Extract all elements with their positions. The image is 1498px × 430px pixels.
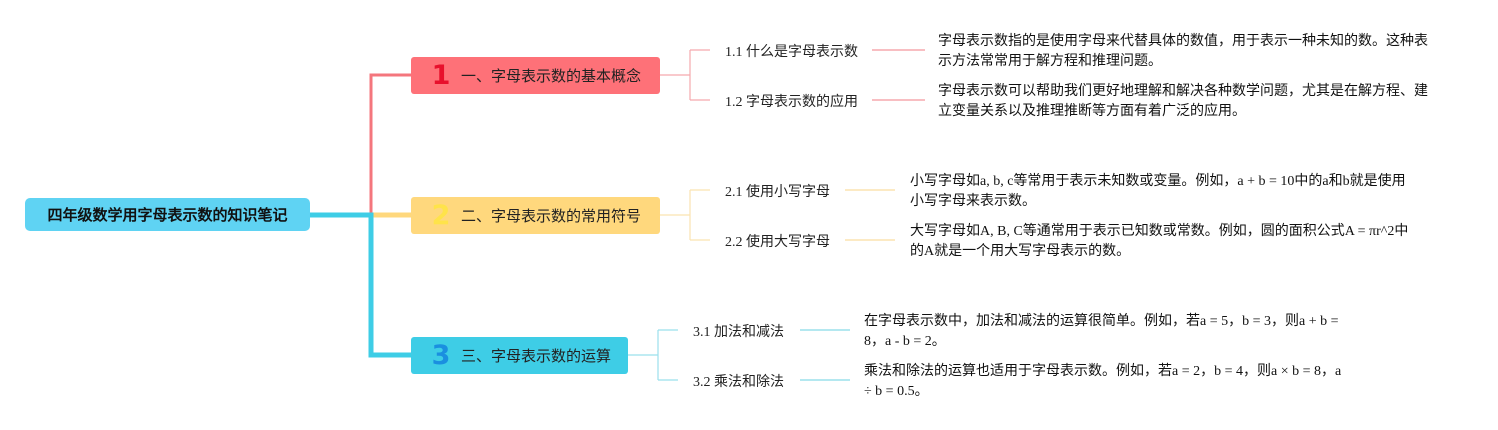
branch-topic-2[interactable]: 2 二、字母表示数的常用符号 — [411, 197, 660, 234]
branch-number-2: 2 — [431, 200, 451, 231]
branch-number-3: 3 — [431, 340, 451, 371]
link-branch1-children — [660, 49, 710, 101]
subtopic-2-2[interactable]: 2.2 使用大写字母 — [725, 235, 830, 250]
link-branch3-children — [628, 329, 678, 381]
branch-topic-3[interactable]: 3 三、字母表示数的运算 — [411, 337, 628, 374]
description-2-2: 大写字母如A, B, C等通常用于表示已知数或常数。例如，圆的面积公式A = π… — [910, 224, 1409, 259]
branch-label-1: 一、字母表示数的基本概念 — [461, 67, 642, 85]
root-topic-label: 四年级数学用字母表示数的知识笔记 — [47, 206, 288, 224]
description-1-1: 字母表示数指的是使用字母来代替具体的数值，用于表示一种未知的数。这种表示方法常常… — [938, 34, 1428, 69]
branch-label-2: 二、字母表示数的常用符号 — [461, 207, 642, 225]
link-branch2-children — [660, 189, 710, 241]
description-2-1: 小写字母如a, b, c等常用于表示未知数或变量。例如，a + b = 10中的… — [910, 174, 1406, 209]
description-3-2: 乘法和除法的运算也适用于字母表示数。例如，若a = 2，b = 4，则a × b… — [864, 364, 1342, 399]
subtopic-1-1[interactable]: 1.1 什么是字母表示数 — [725, 45, 858, 60]
subtopic-3-1[interactable]: 3.1 加法和减法 — [693, 325, 784, 340]
root-topic[interactable]: 四年级数学用字母表示数的知识笔记 — [25, 198, 310, 231]
link-root-branch3 — [310, 212, 411, 358]
subtopic-2-1[interactable]: 2.1 使用小写字母 — [725, 185, 830, 200]
subtopic-3-2[interactable]: 3.2 乘法和除法 — [693, 375, 784, 390]
description-3-1: 在字母表示数中，加法和减法的运算很简单。例如，若a = 5，b = 3，则a +… — [864, 314, 1339, 349]
description-1-2: 字母表示数可以帮助我们更好地理解和解决各种数学问题，尤其是在解方程、建立变量关系… — [938, 84, 1428, 119]
link-root-branch1 — [310, 73, 411, 217]
branch-topic-1[interactable]: 1 一、字母表示数的基本概念 — [411, 57, 660, 94]
branch-number-1: 1 — [431, 60, 451, 91]
branch-label-3: 三、字母表示数的运算 — [461, 347, 612, 365]
subtopic-1-2[interactable]: 1.2 字母表示数的应用 — [725, 95, 858, 110]
